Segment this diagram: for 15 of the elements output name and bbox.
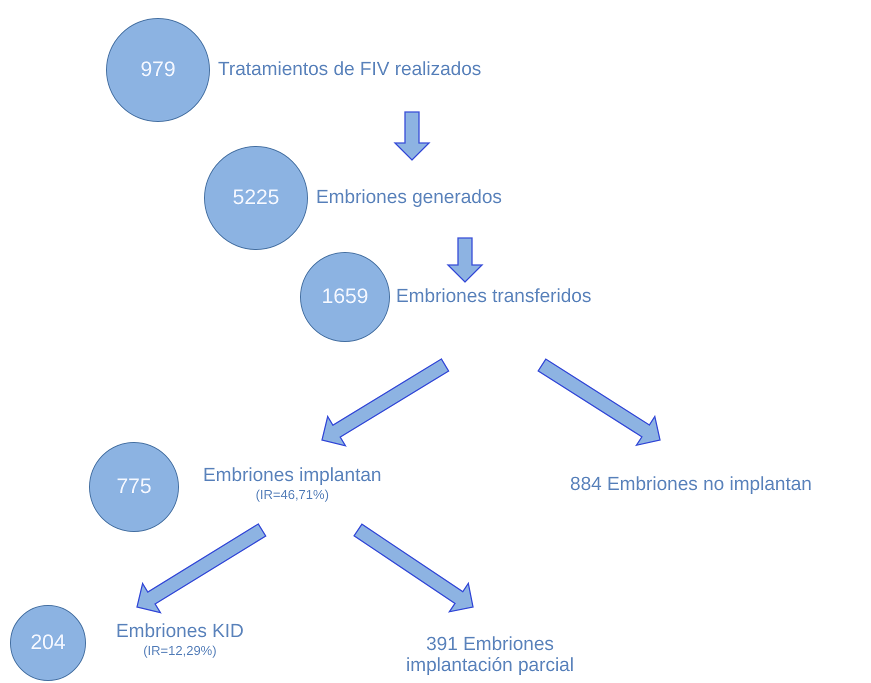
step-label: Embriones KID [116,621,244,643]
block-arrow [136,523,267,614]
block-arrow [353,523,474,613]
step-label: Embriones implantan [203,465,382,487]
step-label: Embriones transferidos [396,286,592,308]
block-arrow [321,358,450,447]
step-label: Tratamientos de FIV realizados [218,59,482,81]
block-arrow [393,111,431,161]
block-arrow [446,237,484,283]
rate-note: (IR=12,29%) [143,643,217,659]
node-label: 391 Embriones implantación parcial [405,634,575,676]
node-label: 884 Embriones no implantan [570,474,812,495]
rate-note: (IR=46,71%) [256,487,329,503]
step-label: Embriones generados [316,187,502,209]
block-arrow [537,358,661,446]
